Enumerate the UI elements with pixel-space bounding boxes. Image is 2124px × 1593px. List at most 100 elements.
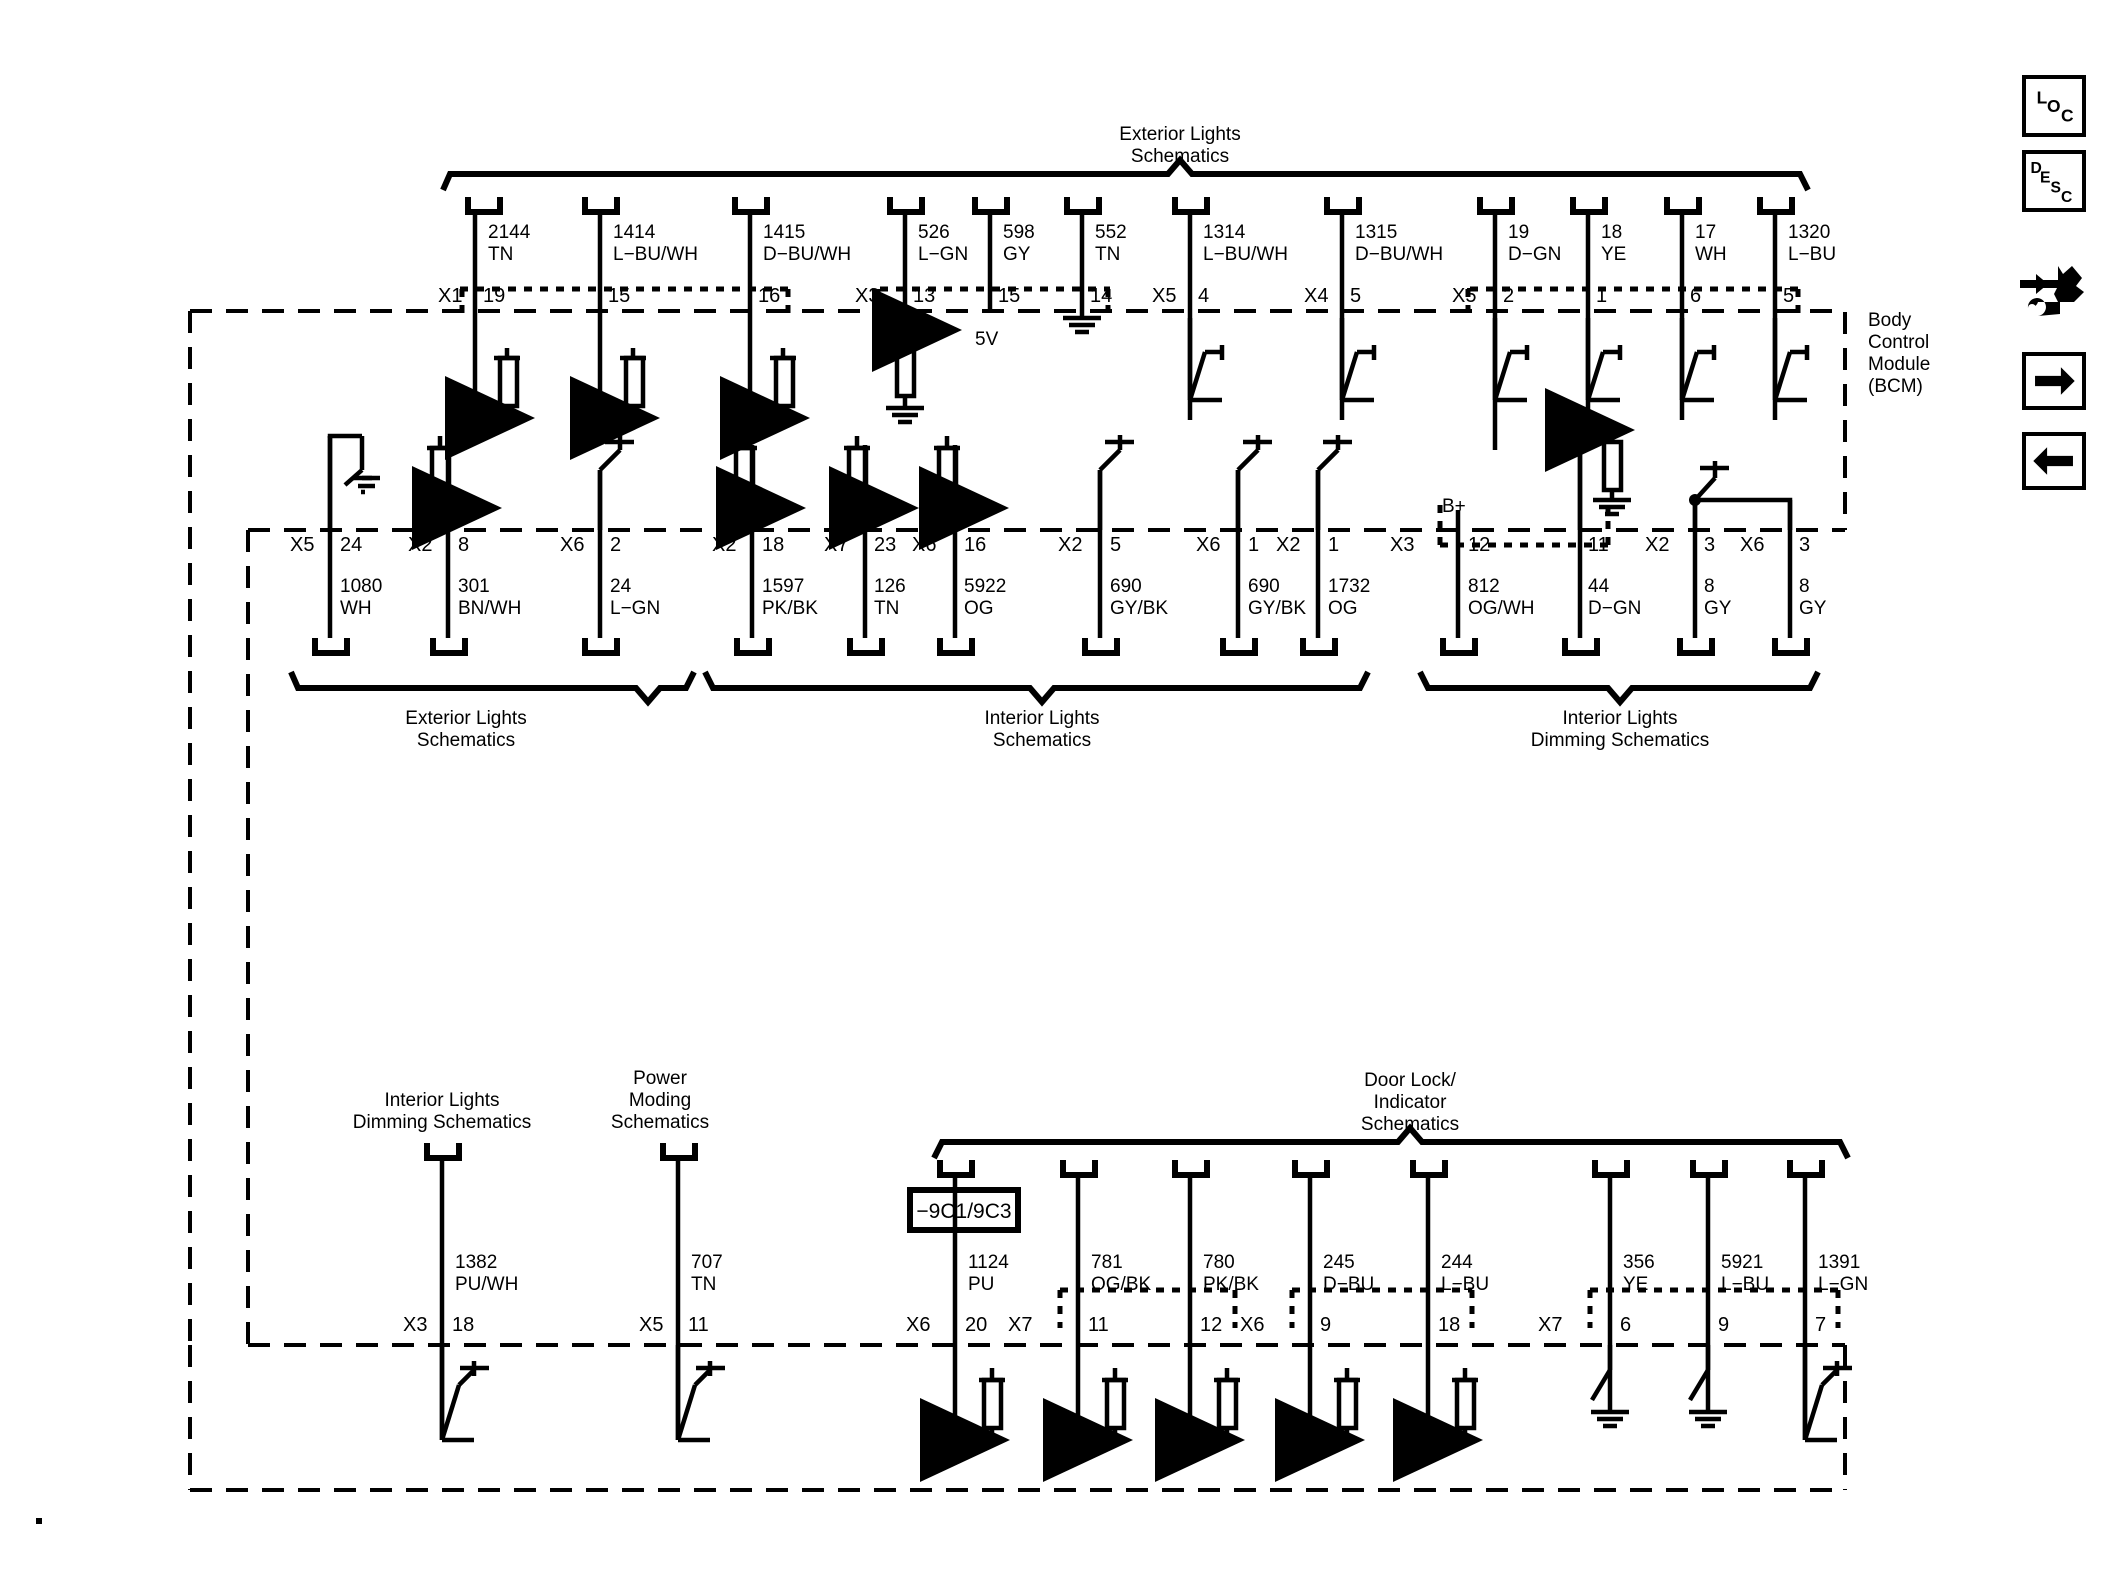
- wire-color: OG: [1328, 598, 1358, 619]
- connector-id: X6: [1740, 534, 1764, 556]
- wire-color: OG: [964, 598, 994, 619]
- bracket-bottom-b-line2: Moding: [629, 1090, 691, 1111]
- pin-number: 5: [1350, 285, 1361, 307]
- connector-id: X2: [1276, 534, 1300, 556]
- wire-color: YE: [1623, 1274, 1648, 1295]
- connector-id: X2: [408, 534, 432, 556]
- corner-mark: [36, 1518, 42, 1524]
- wire-circuit: 780: [1203, 1252, 1235, 1273]
- bcm-label-line2: Control: [1868, 332, 1929, 353]
- wire-circuit: 690: [1110, 576, 1142, 597]
- bracket-mid-right-line1: Interior Lights: [1562, 708, 1677, 729]
- pin-number: 11: [688, 1314, 709, 1336]
- pin-number: 11: [1088, 1314, 1109, 1336]
- wire-color: PU/WH: [455, 1274, 518, 1295]
- pin-number: 24: [340, 534, 362, 556]
- prev-arrow-button[interactable]: [2022, 432, 2086, 490]
- wire-color: PU: [968, 1274, 994, 1295]
- bracket-top-label-line2: Schematics: [1131, 146, 1229, 167]
- pin-number: 2: [1503, 285, 1514, 307]
- wire-circuit: 1382: [455, 1252, 497, 1273]
- pin-number: 5: [1110, 534, 1121, 556]
- hand-wrench-tool-icon[interactable]: [2014, 262, 2092, 322]
- pin-number: 2: [610, 534, 621, 556]
- wire-color: GY: [1003, 244, 1031, 265]
- bottom-row-devices: [439, 1345, 1852, 1482]
- wire-color: D−GN: [1508, 244, 1561, 265]
- loc-button[interactable]: L O C: [2022, 75, 2086, 137]
- wire-color: WH: [340, 598, 372, 619]
- next-arrow-button[interactable]: [2022, 352, 2086, 410]
- desc-button[interactable]: D E S C: [2022, 150, 2086, 212]
- connector-id: X7: [824, 534, 848, 556]
- wire-circuit: 707: [691, 1252, 723, 1273]
- wire-circuit: 1315: [1355, 222, 1397, 243]
- wire-color: TN: [691, 1274, 716, 1295]
- pin-number: 13: [913, 285, 935, 307]
- wire-color: L−BU: [1721, 1274, 1769, 1295]
- bracket-mid-center-line1: Interior Lights: [984, 708, 1099, 729]
- bracket-bottom-b-line3: Schematics: [611, 1112, 709, 1133]
- wire-color: D−BU/WH: [1355, 244, 1443, 265]
- connector-id: X5: [1452, 285, 1476, 307]
- pin-number: 23: [874, 534, 896, 556]
- wire-circuit: 1732: [1328, 576, 1370, 597]
- loc-char-c: C: [2061, 106, 2074, 126]
- wire-color: WH: [1695, 244, 1727, 265]
- bracket-mid-left-line2: Schematics: [417, 730, 515, 751]
- top-row-wires: [465, 197, 1795, 450]
- bracket-mid-right-line2: Dimming Schematics: [1531, 730, 1709, 751]
- pin-number: 5: [1783, 285, 1794, 307]
- bcm-boundary-upper: [188, 309, 1847, 1345]
- pin-number: 16: [758, 285, 780, 307]
- wire-circuit: 1124: [968, 1252, 1009, 1273]
- desc-char-e: E: [2040, 170, 2050, 187]
- pin-number: 19: [483, 285, 505, 307]
- wire-color: TN: [874, 598, 899, 619]
- wire-circuit: 1080: [340, 576, 382, 597]
- wire-circuit: 1320: [1788, 222, 1830, 243]
- wire-circuit: 690: [1248, 576, 1280, 597]
- wire-circuit: 8: [1799, 576, 1810, 597]
- wire-circuit: 18: [1601, 222, 1622, 243]
- pin-number: 1: [1248, 534, 1259, 556]
- connector-id: X7: [1538, 1314, 1562, 1336]
- wire-color: D−GN: [1588, 598, 1641, 619]
- bcm-boundary-lower: [188, 528, 1847, 1492]
- wire-circuit: 244: [1441, 1252, 1473, 1273]
- wire-circuit: 301: [458, 576, 490, 597]
- wire-circuit: 5921: [1721, 1252, 1763, 1273]
- pin-number: 3: [1799, 534, 1810, 556]
- splice-box-label: −9C1/9C3: [916, 1200, 1011, 1223]
- wire-circuit: 19: [1508, 222, 1529, 243]
- wire-color: GY/BK: [1248, 598, 1306, 619]
- connector-id: X6: [560, 534, 584, 556]
- wire-color: L−BU: [1441, 1274, 1489, 1295]
- wire-circuit: 526: [918, 222, 950, 243]
- arrow-right-icon: [2035, 367, 2075, 395]
- bottom-row-labels: 1382 PU/WH X3 18 707 TN X5 11 1124 PU X6…: [403, 1252, 1868, 1336]
- pin-number: 15: [608, 285, 630, 307]
- bracket-top-label-line1: Exterior Lights: [1119, 124, 1240, 145]
- bracket-top-exterior-lights: [440, 155, 1811, 192]
- top-row-devices: [445, 288, 1810, 460]
- wire-color: D−BU/WH: [763, 244, 851, 265]
- wire-circuit: 44: [1588, 576, 1610, 597]
- wire-circuit: 2144: [488, 222, 531, 243]
- pin-number: 18: [452, 1314, 474, 1336]
- wire-circuit: 17: [1695, 222, 1716, 243]
- connector-id: X4: [1304, 285, 1328, 307]
- pin-number: 20: [965, 1314, 987, 1336]
- wire-circuit: 126: [874, 576, 906, 597]
- bottom-connector-band: [1057, 1287, 1841, 1328]
- bcm-label-line4: (BCM): [1868, 376, 1923, 397]
- wire-color: TN: [488, 244, 513, 265]
- pin-number: 7: [1815, 1314, 1826, 1336]
- pin-number: 11: [1588, 534, 1609, 556]
- pin-number: 4: [1198, 285, 1209, 307]
- wire-color: L−GN: [1818, 1274, 1868, 1295]
- b-plus-label: B+: [1442, 496, 1466, 517]
- pin-number: 1: [1596, 285, 1607, 307]
- bracket-mid-dimming: [1417, 670, 1821, 707]
